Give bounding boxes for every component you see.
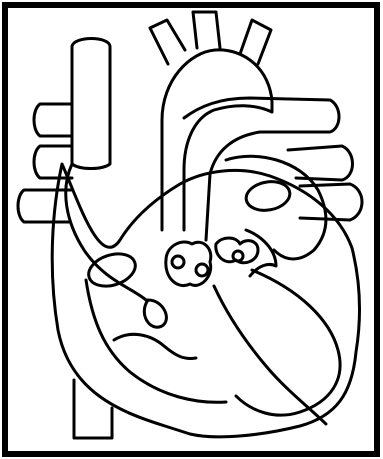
aortic-valve-cusp-1	[172, 256, 184, 268]
superior-vena-cava	[72, 39, 110, 169]
heart-outline-group	[52, 164, 359, 437]
right-ventricle-trabeculae	[114, 334, 196, 358]
aortic-branch-1	[150, 20, 185, 64]
vena-cava-group	[66, 39, 146, 439]
mitral-valve	[246, 230, 276, 276]
left-ventricle-inner	[236, 270, 340, 415]
pulmonary-vein-left-low	[18, 190, 72, 222]
aortic-branch-2	[193, 12, 220, 48]
pulmonary-vein-left-top	[34, 104, 72, 136]
pulmonary-artery-group	[184, 98, 362, 240]
pulmonary-artery-right-1	[288, 146, 353, 180]
pulmonary-veins-left	[18, 104, 72, 222]
coronary-sinus-opening	[85, 248, 140, 291]
right-atrium-outline	[66, 164, 146, 300]
outer-border	[5, 5, 377, 454]
heart-outline	[52, 164, 359, 437]
valves-group	[166, 238, 258, 286]
pulmonary-vein-opening	[244, 178, 292, 213]
chambers-group	[85, 156, 341, 424]
aorta-group	[150, 12, 272, 230]
pulmonary-valve-cusp	[233, 251, 243, 261]
aortic-arch	[162, 50, 272, 230]
tricuspid-valve	[144, 300, 166, 327]
aortic-valve-cusp-2	[196, 264, 208, 276]
inferior-vena-cava	[74, 380, 112, 438]
